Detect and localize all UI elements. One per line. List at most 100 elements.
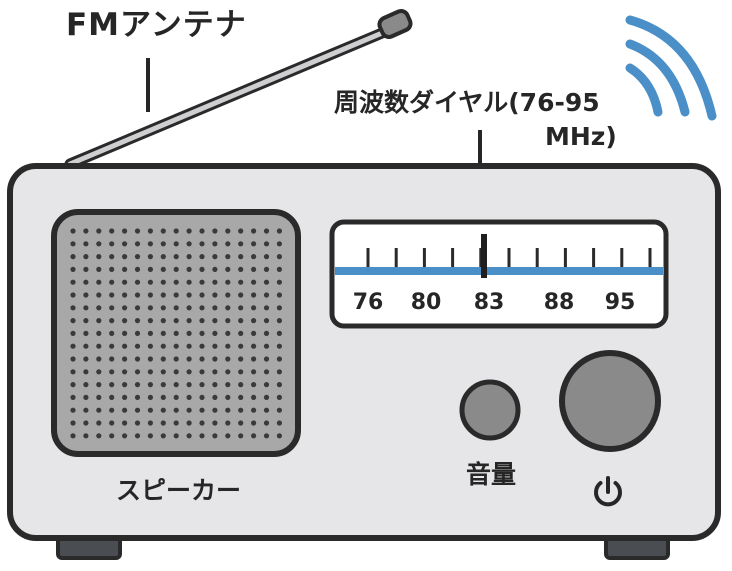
antenna-tip: [377, 9, 413, 39]
speaker-hole: [134, 407, 141, 413]
speaker-hole: [199, 305, 205, 311]
speaker-hole: [96, 382, 102, 388]
speaker-hole: [238, 241, 244, 247]
speaker-hole: [263, 356, 270, 362]
speaker-hole: [173, 330, 179, 336]
speaker-hole: [186, 330, 192, 336]
speaker-hole: [251, 356, 257, 362]
volume-knob[interactable]: [459, 379, 521, 441]
dial-tick-label: 88: [544, 290, 575, 315]
speaker-hole: [251, 228, 257, 234]
speaker-hole: [199, 420, 205, 426]
speaker-hole: [276, 254, 282, 260]
speaker-hole: [173, 356, 179, 362]
speaker-hole: [173, 420, 179, 426]
speaker-hole: [173, 279, 179, 285]
speaker-hole: [238, 382, 244, 388]
speaker-hole: [70, 407, 76, 413]
speaker-hole: [238, 318, 244, 324]
speaker-hole: [122, 382, 128, 388]
speaker-hole: [251, 330, 257, 336]
speaker-hole: [122, 292, 128, 298]
speaker-hole: [109, 241, 115, 247]
speaker-hole: [134, 330, 141, 336]
speaker-hole: [96, 433, 102, 439]
speaker-hole: [122, 305, 128, 311]
speaker-hole: [160, 279, 166, 285]
speaker-hole: [147, 407, 153, 413]
dial-label: 周波数ダイヤル(76-95: [334, 88, 600, 117]
speaker-hole: [134, 343, 141, 349]
speaker-hole: [212, 420, 218, 426]
speaker-hole: [251, 279, 257, 285]
speaker-hole: [109, 382, 115, 388]
speaker-hole: [225, 343, 231, 349]
speaker-hole: [238, 279, 244, 285]
speaker-hole: [160, 292, 166, 298]
speaker-hole: [96, 330, 102, 336]
speaker-hole: [263, 318, 270, 324]
speaker-hole: [225, 420, 231, 426]
speaker-hole: [251, 318, 257, 324]
speaker-hole: [134, 369, 141, 375]
speaker-hole: [225, 382, 231, 388]
speaker-hole: [160, 228, 166, 234]
speaker-hole: [212, 356, 218, 362]
speaker-hole: [251, 382, 257, 388]
speaker-hole: [96, 420, 102, 426]
speaker-hole: [212, 279, 218, 285]
speaker-hole: [134, 356, 141, 362]
speaker-hole: [147, 330, 153, 336]
speaker-hole: [276, 433, 282, 439]
speaker-hole: [109, 356, 115, 362]
power-icon[interactable]: [594, 476, 622, 507]
speaker-hole: [160, 266, 166, 272]
speaker-hole: [263, 228, 270, 234]
speaker-hole: [212, 407, 218, 413]
speaker-hole: [212, 305, 218, 311]
speaker-hole: [147, 266, 153, 272]
speaker-hole: [160, 241, 166, 247]
speaker-hole: [251, 266, 257, 272]
speaker-hole: [122, 356, 128, 362]
speaker-hole: [263, 305, 270, 311]
speaker-hole: [70, 241, 76, 247]
speaker-hole: [225, 241, 231, 247]
speaker-hole: [186, 356, 192, 362]
speaker-hole: [70, 228, 76, 234]
tuning-knob[interactable]: [559, 350, 661, 452]
speaker-hole: [212, 292, 218, 298]
speaker-hole: [134, 254, 141, 260]
speaker-hole: [96, 228, 102, 234]
speaker-hole: [276, 279, 282, 285]
speaker-hole: [70, 318, 76, 324]
speaker-hole: [109, 394, 115, 400]
speaker-hole: [96, 254, 102, 260]
speaker-hole: [173, 369, 179, 375]
speaker-hole: [186, 279, 192, 285]
speaker-hole: [96, 279, 102, 285]
speaker-hole: [83, 407, 89, 413]
speaker-hole: [122, 254, 128, 260]
speaker-hole: [186, 382, 192, 388]
speaker-hole: [109, 228, 115, 234]
speaker-hole: [173, 241, 179, 247]
speaker-hole: [199, 254, 205, 260]
speaker-hole: [173, 382, 179, 388]
speaker-hole: [83, 420, 89, 426]
speaker-hole: [199, 394, 205, 400]
speaker-hole: [83, 382, 89, 388]
speaker-hole: [70, 356, 76, 362]
speaker-hole: [238, 228, 244, 234]
speaker-hole: [109, 292, 115, 298]
speaker-hole: [238, 292, 244, 298]
speaker-hole: [134, 420, 141, 426]
speaker-hole: [212, 369, 218, 375]
speaker-hole: [96, 356, 102, 362]
speaker-hole: [238, 356, 244, 362]
speaker-hole: [134, 266, 141, 272]
speaker-hole: [134, 433, 141, 439]
speaker-hole: [186, 254, 192, 260]
antenna: [64, 9, 413, 170]
speaker-hole: [238, 394, 244, 400]
